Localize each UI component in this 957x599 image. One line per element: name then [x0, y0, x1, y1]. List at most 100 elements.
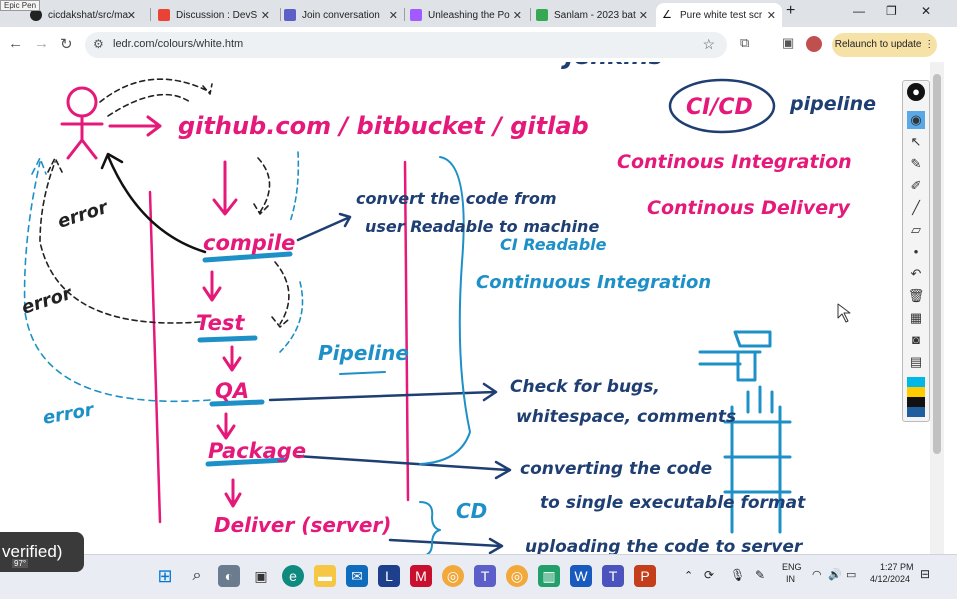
address-bar[interactable]: ⚙ ledr.com/colours/white.htm ☆ [85, 32, 727, 58]
close-icon[interactable]: ✕ [512, 10, 522, 22]
epic-pen-label: Epic Pen [0, 0, 41, 11]
error-label-1: error [55, 197, 111, 233]
pen-icon[interactable]: ✎ [910, 156, 922, 171]
start-icon[interactable]: ⊞ [157, 566, 173, 586]
close-icon[interactable]: ✕ [126, 10, 136, 22]
trash-icon[interactable]: 🗑 [907, 288, 925, 303]
close-window-button[interactable]: ✕ [921, 4, 932, 18]
side-panel-icon[interactable]: ▣ [782, 35, 795, 50]
tab-teams[interactable]: Join conversation ✕ [284, 3, 404, 27]
cicd-label: CI/CD [686, 95, 753, 120]
tab-gmail[interactable]: Discussion : DevS ✕ [158, 3, 276, 27]
close-icon[interactable]: ✕ [766, 10, 776, 22]
epic-pen-toolbar: ● ◉ ↖ ✎ ✐ ╱ ▱ • ↶ 🗑 ▦ ◙ ▤ [902, 80, 930, 422]
search-icon[interactable]: ⌕ [192, 567, 202, 584]
back-icon[interactable]: ← [8, 35, 23, 52]
notepad-icon[interactable]: ▥ [538, 565, 560, 587]
jenkins-title: Jenkins [561, 62, 663, 70]
windows-taskbar: ⊞ ⌕ ◐ ▣ e ▬ ✉ L M ◎ T ◎ ▥ W T P ⌃ ⟳ 🎙 ✎ … [0, 554, 957, 599]
clipboard-icon[interactable]: ▤ [909, 354, 923, 369]
line-icon[interactable]: ╱ [912, 200, 920, 215]
relaunch-button[interactable]: Relaunch to update ⋮ [832, 33, 937, 57]
wifi-icon[interactable]: ◠ [812, 569, 822, 581]
pen-icon: ∠ [662, 9, 674, 21]
widgets-icon[interactable]: ◐ [218, 565, 240, 587]
eye-icon[interactable]: ◉ [907, 111, 925, 129]
battery-icon[interactable]: ▭ [846, 569, 857, 581]
microphone-icon[interactable]: 🎙 [730, 568, 746, 582]
cursor-icon[interactable]: ↖ [910, 134, 922, 149]
edge-icon[interactable]: e [282, 565, 304, 587]
whiteboard-icon[interactable]: ▦ [909, 310, 923, 325]
eraser-icon[interactable]: ▱ [911, 222, 921, 237]
whiteboard-drawing: Jenkins CI/CD pipeline Continous Integra… [19, 42, 876, 557]
continuous-delivery-heading: Continous Delivery [647, 197, 851, 219]
powerpoint-icon[interactable]: P [634, 565, 656, 587]
undo-icon[interactable]: ↶ [910, 266, 922, 281]
package-note-1: converting the code [520, 459, 712, 479]
close-icon[interactable]: ✕ [260, 10, 270, 22]
profile-avatar[interactable] [806, 36, 822, 52]
clock-date[interactable]: 4/12/2024 [870, 574, 911, 584]
cd-label: CD [456, 499, 487, 523]
package-note-2: to single executable format [540, 493, 806, 513]
pipeline-label: Pipeline [318, 341, 409, 365]
compile-note-3: CI Readable [500, 235, 607, 254]
compile-note-2: user Readable to machine [365, 217, 599, 236]
mail-icon[interactable]: ✉ [346, 565, 368, 587]
outlook-icon[interactable]: L [378, 565, 400, 587]
continuous-integration-note: Continuous Integration [476, 272, 711, 293]
language-code[interactable]: ENG [782, 562, 802, 572]
app-icon [410, 9, 422, 21]
deliver-note: uploading the code to server [525, 537, 804, 554]
teams-app-icon[interactable]: T [602, 565, 624, 587]
notification-icon[interactable]: ⊟ [920, 567, 931, 581]
error-label-3: error [41, 399, 96, 429]
highlighter-icon[interactable]: ✐ [910, 178, 922, 193]
color-palette-icon[interactable] [907, 377, 925, 417]
language-region[interactable]: IN [786, 574, 795, 584]
site-info-icon[interactable]: ⚙ [93, 37, 104, 51]
drive-icon [536, 9, 548, 21]
word-icon[interactable]: W [570, 565, 592, 587]
tab-label: Sanlam - 2023 bat [554, 9, 636, 21]
tab-sanlam[interactable]: Sanlam - 2023 bat ✕ [536, 3, 654, 27]
close-icon[interactable]: ✕ [388, 10, 398, 22]
stage-qa: QA [215, 379, 249, 403]
new-tab-button[interactable]: + [786, 2, 796, 19]
minimize-button[interactable]: — [853, 4, 865, 18]
chrome-icon[interactable]: ◎ [442, 565, 464, 587]
bookmark-star-icon[interactable]: ☆ [702, 36, 715, 52]
task-view-icon[interactable]: ▣ [254, 568, 268, 584]
close-icon[interactable]: ✕ [638, 10, 648, 22]
pen-tray-icon[interactable]: ✎ [755, 568, 766, 582]
epic-pen-logo-icon[interactable]: ● [907, 83, 925, 101]
extensions-icon[interactable]: ⧉ [740, 35, 750, 50]
tab-label: Unleashing the Po [428, 9, 510, 21]
faucet-drawing [698, 330, 792, 534]
page-scrollbar[interactable] [930, 62, 944, 554]
scrollbar-thumb[interactable] [933, 74, 941, 454]
tab-pure-white[interactable]: ∠ Pure white test scr ✕ [656, 3, 782, 27]
teams-icon[interactable]: T [474, 565, 496, 587]
github-icon [30, 9, 42, 21]
maximize-button[interactable]: ❐ [886, 4, 897, 18]
clock-time[interactable]: 1:27 PM [880, 562, 914, 572]
continuous-integration-heading: Continous Integration [617, 151, 852, 173]
file-explorer-icon[interactable]: ▬ [314, 565, 336, 587]
chevron-up-icon[interactable]: ⌃ [684, 570, 694, 582]
chrome-active-icon[interactable]: ◎ [506, 565, 528, 587]
reload-icon[interactable]: ↻ [60, 36, 73, 53]
browser-toolbar: ← → ↻ ⚙ ledr.com/colours/white.htm ☆ ⧉ ▣… [0, 27, 957, 62]
sync-icon[interactable]: ⟳ [704, 568, 715, 582]
forward-icon[interactable]: → [34, 35, 49, 52]
url-text: ledr.com/colours/white.htm [113, 38, 244, 50]
volume-icon[interactable]: 🔊 [828, 569, 842, 581]
mcafee-icon[interactable]: M [410, 565, 432, 587]
tab-unleashing[interactable]: Unleashing the Po ✕ [410, 3, 528, 27]
camera-icon[interactable]: ◙ [912, 332, 920, 347]
tab-github[interactable]: cicdakshat/src/ma ✕ [30, 3, 142, 27]
relaunch-label: Relaunch to update [834, 39, 922, 50]
brush-size-icon[interactable]: • [913, 244, 919, 259]
weather-badge: 97° [12, 559, 29, 568]
